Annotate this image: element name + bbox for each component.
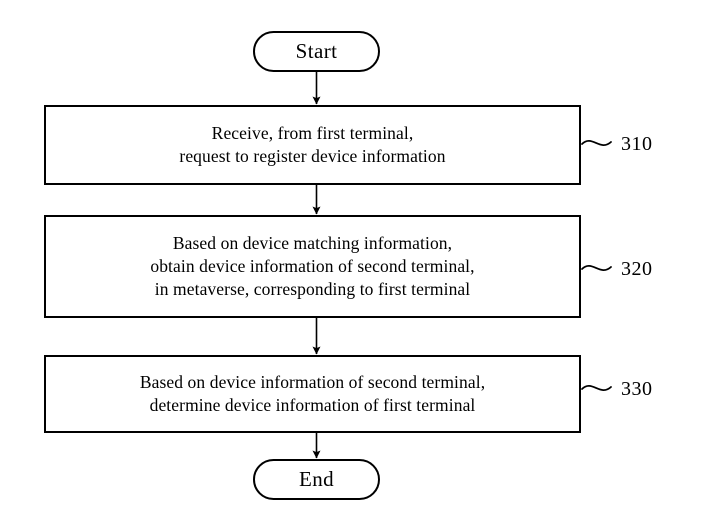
leader-line-330: [581, 384, 612, 392]
reference-numeral-320: 320: [621, 258, 653, 280]
process-box-310: Receive, from first terminal, request to…: [44, 105, 581, 185]
process-box-330-line-1: Based on device information of second te…: [139, 372, 486, 392]
node-end-label: End: [298, 467, 335, 491]
leader-line-310: [581, 139, 612, 147]
process-box-330: Based on device information of second te…: [44, 355, 581, 433]
process-box-320-line-1: Based on device matching information,: [172, 233, 453, 253]
node-end: End: [253, 459, 380, 500]
node-start-label: Start: [295, 39, 338, 63]
reference-numeral-310: 310: [621, 133, 653, 155]
leader-line-320: [581, 264, 612, 272]
process-box-320-line-3: in metaverse, corresponding to first ter…: [154, 279, 471, 299]
process-box-330-line-2: determine device information of first te…: [149, 395, 476, 415]
process-box-320: Based on device matching information, ob…: [44, 215, 581, 318]
reference-numeral-330: 330: [621, 378, 653, 400]
process-box-310-line-2: request to register device information: [179, 146, 446, 166]
process-box-310-line-1: Receive, from first terminal,: [211, 123, 414, 143]
process-box-320-line-2: obtain device information of second term…: [150, 256, 475, 276]
node-start: Start: [253, 31, 380, 72]
